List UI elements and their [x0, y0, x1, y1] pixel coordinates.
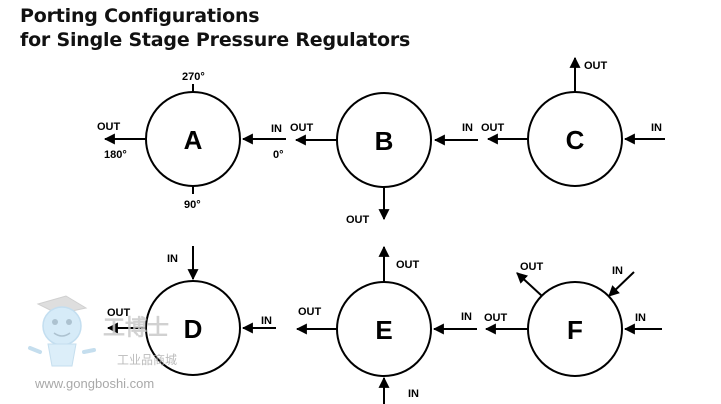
- watermark-tagline: 工业品商城: [117, 352, 177, 367]
- regulator-a-letter: A: [184, 125, 203, 155]
- regulator-f-out-left-label: OUT: [484, 312, 508, 324]
- regulator-b-out-bottom-label: OUT: [346, 214, 370, 226]
- regulator-c-out-top-label: OUT: [584, 60, 608, 72]
- regulator-f-out-topleft-label: OUT: [520, 261, 544, 273]
- regulator-f-in-right-label: IN: [635, 312, 646, 324]
- regulator-d-in-right-label: IN: [261, 315, 272, 327]
- regulator-c: C OUT OUT IN: [481, 56, 665, 187]
- regulator-c-letter: C: [566, 125, 585, 155]
- regulator-f-in-topright-label: IN: [612, 265, 623, 277]
- regulator-d-letter: D: [184, 314, 203, 344]
- regulator-d-in-top-label: IN: [167, 253, 178, 265]
- regulator-b-in-label: IN: [462, 122, 473, 134]
- regulator-a-270-label: 270°: [182, 71, 205, 83]
- regulator-a-in-label: IN: [271, 123, 282, 135]
- regulator-f-out-topleft-arrow: [516, 272, 543, 297]
- regulator-a-out-label: OUT: [97, 121, 121, 133]
- regulator-e-out-left-label: OUT: [298, 306, 322, 318]
- regulator-a-180-label: 180°: [104, 149, 127, 161]
- regulator-e-in-right-label: IN: [461, 311, 472, 323]
- title-line-1: Porting Configurations: [20, 5, 260, 27]
- regulator-b-out-left-label: OUT: [290, 122, 314, 134]
- regulator-f-in-topright-arrow: [608, 271, 635, 297]
- regulator-d: D IN OUT IN: [106, 246, 276, 376]
- regulator-f: F OUT IN OUT IN: [484, 261, 662, 377]
- watermark: 工博士 工业品商城 www.gongboshi.com: [28, 295, 177, 391]
- mascot-logo-icon: [28, 295, 96, 367]
- regulator-b-letter: B: [375, 126, 394, 156]
- regulator-a-0-label: 0°: [273, 149, 284, 161]
- regulator-e-out-top-label: OUT: [396, 259, 420, 271]
- regulator-b: B OUT IN OUT: [290, 92, 478, 226]
- regulator-c-in-label: IN: [651, 122, 662, 134]
- regulator-a-90-label: 90°: [184, 199, 201, 211]
- diagram-title: Porting Configurations for Single Stage …: [20, 4, 410, 52]
- regulator-d-out-label: OUT: [107, 307, 131, 319]
- regulator-e: E OUT OUT IN IN: [295, 245, 477, 404]
- regulator-e-letter: E: [375, 315, 392, 345]
- watermark-brand: 工博士: [103, 315, 169, 341]
- watermark-url: www.gongboshi.com: [34, 376, 154, 391]
- regulator-e-in-bottom-label: IN: [408, 388, 419, 400]
- title-line-2: for Single Stage Pressure Regulators: [20, 29, 411, 51]
- regulator-f-letter: F: [567, 315, 583, 345]
- regulator-a: A OUT 180° IN 0° 270° 90°: [97, 71, 286, 211]
- regulator-c-out-left-label: OUT: [481, 122, 505, 134]
